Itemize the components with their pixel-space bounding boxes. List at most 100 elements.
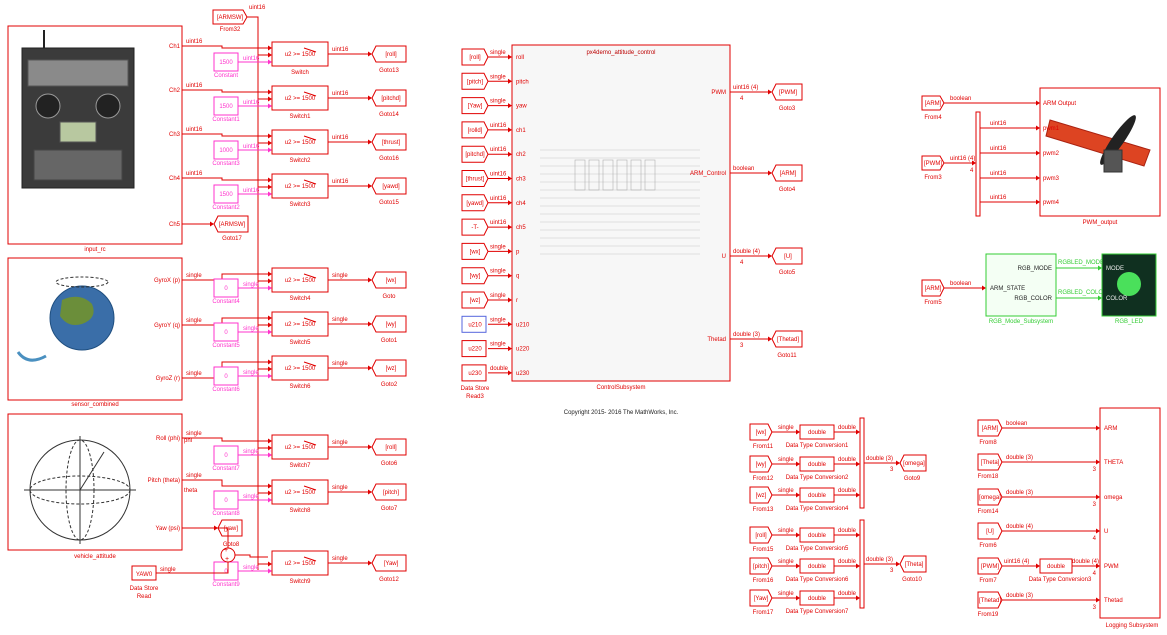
log-dim-4: 4 [1093,571,1097,577]
switch-threshold-6: u2 >= 1500 [285,366,316,372]
pwm-demux-arrow-3 [1036,176,1040,181]
constant-arrow-8 [268,498,272,503]
goto-tag-5: [wy] [386,322,397,328]
switch-threshold-4: u2 >= 1500 [285,278,316,284]
pwm-port-3: pwm3 [1043,176,1060,182]
control-port-4: ch2 [516,152,526,158]
conv2-from-tag-2: [Yaw] [754,596,769,602]
conv1-from-label-0: From11 [753,444,774,450]
switch-threshold-3: u2 >= 1500 [285,184,316,190]
goto-label-8: Goto7 [381,506,398,512]
conv1-in-arrow-0 [796,430,800,435]
switch-output-type-5: single [332,317,348,323]
switch-output-type-1: uint16 [332,91,349,97]
conv2-out-arrow-0 [856,533,860,538]
goto-label-0: Goto13 [379,68,399,74]
control-goto-tag-2: [U] [784,254,792,260]
switch-control-arrow-2 [268,141,272,146]
conv2-out-arrow-2 [856,596,860,601]
constant-type-4: single [243,282,259,288]
constant-arrow-1 [268,104,272,109]
transmitter-top-panel[interactable] [28,60,128,86]
conv1-in-type-0: single [778,425,794,431]
vehicle-attitude-sublabel-theta: theta [184,488,198,494]
log-port-4: PWM [1104,564,1119,570]
conv1-out-arrow-0 [856,430,860,435]
control-input-type-1: single [490,74,506,80]
goto-tag-4: [wx] [386,278,397,284]
copyright-text: Copyright 2015- 2016 The MathWorks, Inc. [564,410,679,416]
log-arrow-3 [1096,529,1100,534]
conv2-out-type-1: double [838,559,857,565]
control-out-port-2: U [722,254,726,260]
switch-input-type-2: uint16 [186,127,203,133]
control-out-port-0: PWM [711,90,726,96]
input-rc-port-5: Ch5 [169,222,181,228]
rgb-mode-subsystem[interactable] [986,254,1056,316]
input-rc-port-2: Ch2 [169,88,181,94]
constant-arrow-7 [268,453,272,458]
control-input-arrow-3 [508,127,512,132]
conv1-from-tag-1: [wy] [756,462,767,468]
log-conv-text: double [1047,564,1066,570]
constant-arrow-0 [268,60,272,65]
conv2-mux-type: double (3) [866,557,893,563]
control-goto-label-3: Goto11 [777,353,797,359]
conv2-conv-text-2: double [808,596,827,602]
switch-input-type-0: uint16 [186,39,203,45]
control-input-arrow-13 [508,370,512,375]
control-input-arrow-10 [508,298,512,303]
conv1-goto-tag: [omega] [903,461,925,467]
constant-label-9: Constant9 [212,582,240,588]
rgb-subsystem-label: RGB_Mode_Subsystem [989,319,1053,325]
control-from-tag-13: u230 [468,371,482,377]
pwm-bus-dim: 4 [970,168,974,174]
log-type-2: double (3) [1006,490,1033,496]
conv1-mux-bar [860,418,864,508]
goto-tag-2: [thrust] [382,140,401,146]
constant-label-5: Constant5 [212,343,240,349]
transmitter-lower-panel[interactable] [34,150,122,180]
pwm-demux-arrow-1 [1036,126,1040,131]
transmitter-screen[interactable] [60,122,96,142]
conv2-conv-label-2: Data Type Conversion7 [786,609,849,615]
goto-tag-7: [roll] [385,445,397,451]
switch-label-2: Switch2 [289,158,311,164]
constant-type-0: uint16 [243,56,260,62]
switch-input-wire-8 [182,480,268,486]
switch-threshold-2: u2 >= 1500 [285,140,316,146]
conv2-in-type-0: single [778,528,794,534]
switch-control-arrow-7 [268,446,272,451]
control-output-dim-3: 3 [740,343,744,349]
log-dim-3: 4 [1093,536,1097,542]
switch-input-type-5: single [186,318,202,324]
switch-control-arrow-8 [268,491,272,496]
switch-output-arrow-3 [368,184,372,189]
log-conv-out-type: double (4) [1072,559,1099,565]
input-rc-port-4: Ch4 [169,176,181,182]
logging-subsystem[interactable] [1100,408,1160,618]
goto-tag-6: [wz] [386,366,397,372]
control-input-arrow-11 [508,322,512,327]
control-input-arrow-4 [508,152,512,157]
switch-output-type-0: uint16 [332,47,349,53]
log-from-tag-5: [Thetad] [979,598,1001,604]
conv2-from-label-2: From17 [753,610,774,616]
motor-icon[interactable] [1104,150,1122,172]
control-goto-label-0: Goto3 [779,106,796,112]
vehicle-attitude-label: vehicle_attitude [74,554,116,560]
input-rc-label: input_rc [84,247,105,253]
conv2-mux-dim: 3 [890,568,894,574]
control-port-6: ch4 [516,201,526,207]
log-from-label-3: From6 [979,543,997,549]
rgb-arm-arrow [982,286,986,291]
switch-label-8: Switch8 [289,508,311,514]
log-arrow-5 [1096,598,1100,603]
switch-control-arrow-1 [268,97,272,102]
control-subsystem-block[interactable] [512,45,730,381]
sensor-combined-port-1: GyroX (p) [154,278,180,284]
control-from-tag-1: [pitch] [467,79,483,85]
conv1-conv-label-1: Data Type Conversion2 [786,475,849,481]
conv2-from-tag-0: [roll] [755,533,767,539]
